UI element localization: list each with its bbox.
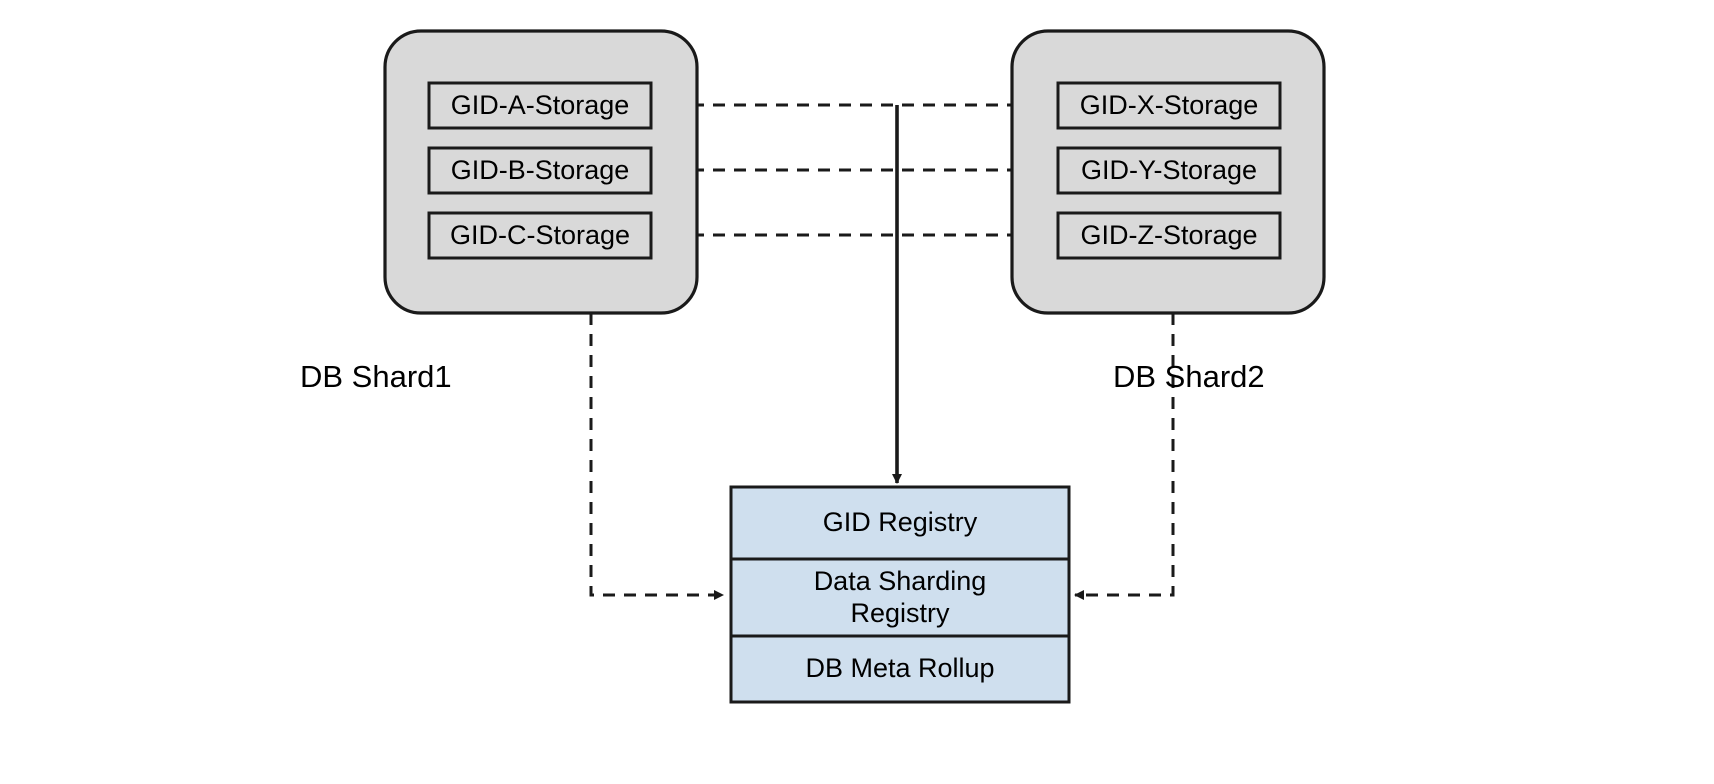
storage-label-gid-c: GID-C-Storage xyxy=(449,219,631,250)
storage-label-gid-x: GID-X-Storage xyxy=(1079,89,1259,120)
shard-label-shard2: DB Shard2 xyxy=(1113,359,1265,394)
registry-label-gid-registry: GID Registry xyxy=(822,507,978,538)
registry-label-data-sharding-registry: Data Sharding Registry xyxy=(813,565,987,628)
shard-label-shard1: DB Shard1 xyxy=(300,359,452,394)
storage-label-gid-z: GID-Z-Storage xyxy=(1080,219,1258,250)
edge-shard1-to-data-sharding-registry xyxy=(589,313,724,600)
edge-shard2-to-data-sharding-registry xyxy=(1074,313,1175,600)
storage-label-gid-y: GID-Y-Storage xyxy=(1080,154,1258,185)
storage-label-gid-b: GID-B-Storage xyxy=(450,154,630,185)
registry-label-db-meta-rollup: DB Meta Rollup xyxy=(805,653,995,684)
storage-label-gid-a: GID-A-Storage xyxy=(450,89,630,120)
